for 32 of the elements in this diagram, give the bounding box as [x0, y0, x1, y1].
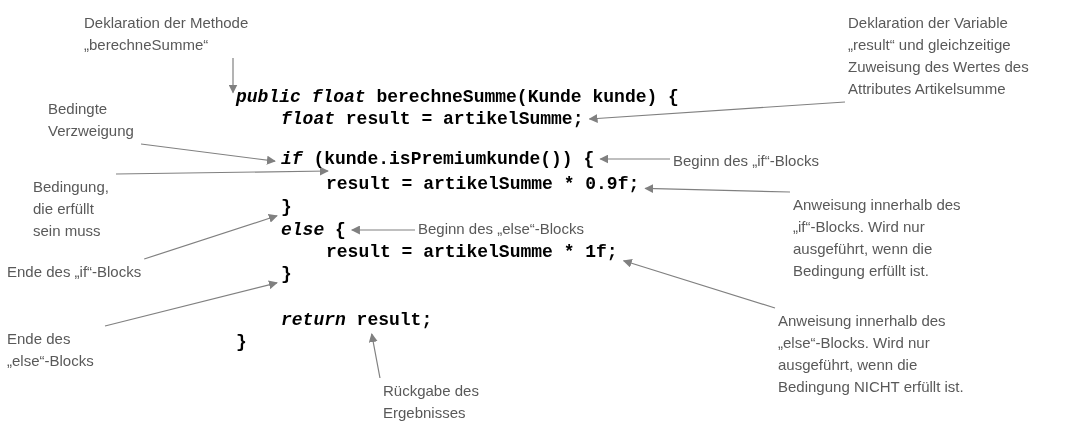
annotation-text: Bedingte Verzweigung [48, 98, 138, 142]
annotation-text: Ende des „if“-Blocks [7, 261, 142, 283]
annotation-text: Bedingung, die erfüllt sein muss [33, 176, 113, 242]
annotation-text: Deklaration der Variable „result“ und gleichzeitige Zuweisung des Wertes des Attributes Artikelsumme [848, 12, 1033, 100]
leader-line [644, 184, 791, 194]
code-line: } [236, 331, 247, 353]
leader-line [622, 258, 776, 309]
code-line: } [281, 196, 292, 218]
annotation-text: Beginn des „if“-Blocks [673, 150, 819, 172]
annotation-text: Anweisung innerhalb des „else“-Blocks. Wird nur ausgeführt, wenn die Bedingung NICHT erfüllt ist. [778, 310, 968, 398]
leader-line [104, 280, 278, 327]
leader-line [368, 333, 381, 379]
annotation-text: Rückgabe des Ergebnisses [383, 380, 483, 424]
annotation-text: Beginn des „else“-Blocks [418, 218, 584, 240]
code-line: } [281, 263, 292, 285]
code-line: result = artikelSumme* 0.9f; [326, 173, 640, 195]
code-line: if (kunde.isPremiumkunde()) { [281, 148, 595, 170]
code-line: return result; [281, 309, 433, 331]
leader-line [140, 143, 276, 165]
code-line: else { [281, 219, 346, 241]
code-line: float result = artikelSumme; [281, 108, 584, 130]
leader-line [599, 154, 671, 164]
leader-line [588, 101, 846, 123]
leader-line [228, 57, 238, 94]
code-line: public float berechneSumme(Kunde kunde) { [236, 86, 679, 108]
annotation-text: Anweisung innerhalb des „if“-Blocks. Wird nur ausgeführt, wenn die Bedingung erfüllt ist. [793, 194, 978, 282]
code-line: result = artikelSumme* 1f; [326, 241, 618, 263]
annotation-text: Deklaration der Methode „berechneSumme“ [84, 12, 264, 56]
leader-line [115, 166, 329, 176]
leader-line [350, 225, 416, 235]
annotation-text: Ende des „else“-Blocks [7, 328, 102, 372]
leader-line [143, 214, 278, 260]
